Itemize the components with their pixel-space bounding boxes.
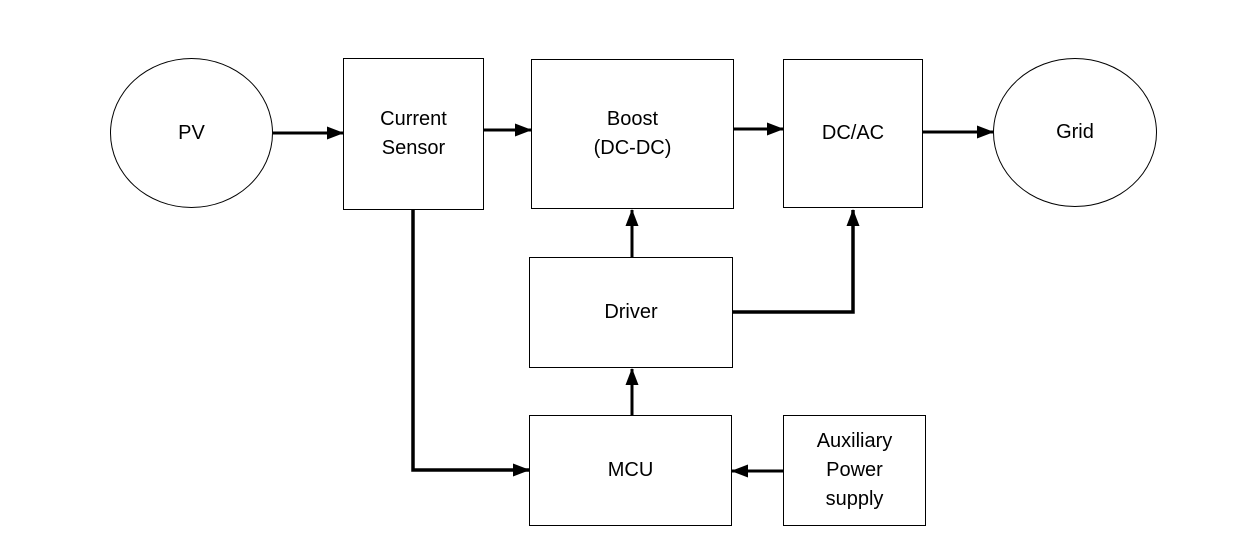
node-mcu: MCU bbox=[529, 415, 732, 526]
arrow-driver-to-dc-ac bbox=[733, 209, 860, 314]
node-current-sensor: Current Sensor bbox=[343, 58, 484, 210]
node-aux-power-label: Auxiliary Power supply bbox=[816, 430, 893, 510]
node-boost: Boost (DC-DC) bbox=[531, 59, 734, 209]
node-grid: Grid bbox=[993, 58, 1157, 207]
node-driver-label: Driver bbox=[604, 301, 658, 323]
node-mcu-label: MCU bbox=[607, 459, 654, 481]
arrow-current-sensor-to-mcu bbox=[411, 210, 530, 477]
node-current-sensor-label: Current Sensor bbox=[380, 108, 447, 159]
node-dc-ac-label: DC/AC bbox=[821, 122, 885, 144]
node-pv-label: PV bbox=[178, 121, 205, 144]
node-boost-label: Boost (DC-DC) bbox=[593, 108, 672, 159]
node-grid-label: Grid bbox=[1056, 121, 1094, 143]
node-dc-ac: DC/AC bbox=[783, 59, 923, 208]
node-driver: Driver bbox=[529, 257, 733, 368]
node-aux-power: Auxiliary Power supply bbox=[783, 415, 926, 526]
node-pv: PV bbox=[110, 58, 273, 208]
